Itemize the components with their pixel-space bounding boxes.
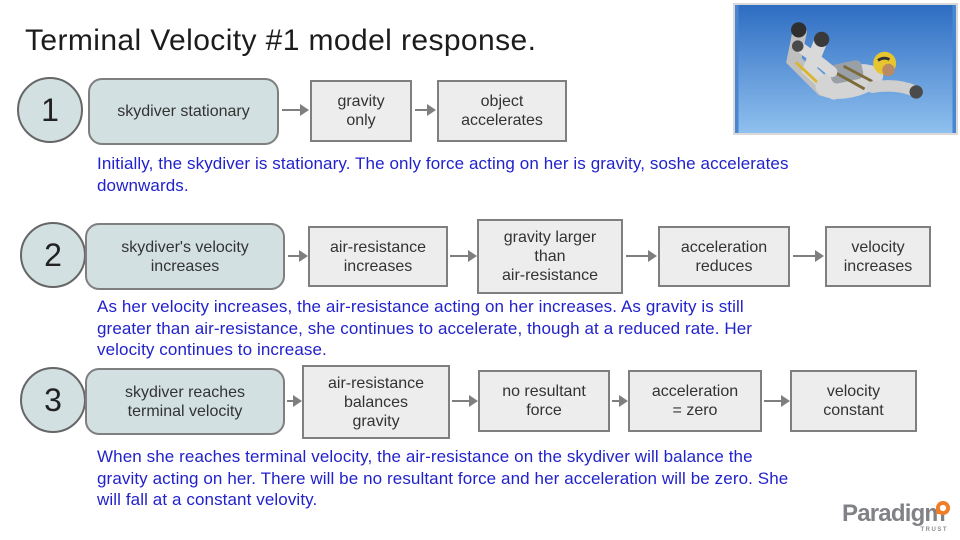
paradigm-trust-logo: Paradigm TRUST <box>842 500 952 536</box>
flow-box: no resultant force <box>478 370 610 432</box>
flow-box: acceleration = zero <box>628 370 762 432</box>
step-circle: 2 <box>20 222 86 288</box>
caption-text: Initially, the skydiver is stationary. T… <box>97 154 789 195</box>
flow-arrow-icon <box>612 395 628 407</box>
flow-box: acceleration reduces <box>658 226 790 287</box>
flow-arrow-icon <box>450 250 477 262</box>
flow-box: gravity only <box>310 80 412 142</box>
step-circle: 1 <box>17 77 83 143</box>
flow-arrow-icon <box>793 250 824 262</box>
logo-bubble-icon <box>934 500 950 521</box>
slide-title: Terminal Velocity #1 model response. <box>25 24 537 57</box>
flow-box: skydiver stationary <box>88 78 279 145</box>
skydiver-illustration <box>738 5 953 133</box>
flow-box: air-resistance increases <box>308 226 448 287</box>
flow-arrow-icon <box>452 395 478 407</box>
flow-arrow-icon <box>282 104 309 116</box>
flow-arrow-icon <box>287 395 302 407</box>
flow-box: skydiver reaches terminal velocity <box>85 368 285 435</box>
flow-arrow-icon <box>288 250 308 262</box>
flow-arrow-icon <box>764 395 790 407</box>
flow-box: gravity larger than air-resistance <box>477 219 623 294</box>
flow-box: skydiver's velocity increases <box>85 223 285 290</box>
flow-box: velocity increases <box>825 226 931 287</box>
step-circle: 3 <box>20 367 86 433</box>
skydiver-figure <box>786 22 923 100</box>
flow-arrow-icon <box>415 104 436 116</box>
flow-box: object accelerates <box>437 80 567 142</box>
skydiver-photo <box>733 3 958 135</box>
flow-box: air-resistance balances gravity <box>302 365 450 439</box>
caption-text: When she reaches terminal velocity, the … <box>97 447 789 509</box>
caption-text: As her velocity increases, the air-resis… <box>97 297 753 359</box>
flow-box: velocity constant <box>790 370 917 432</box>
logo-subtext: TRUST <box>920 527 948 533</box>
flow-arrow-icon <box>626 250 657 262</box>
logo-wordmark: Paradigm <box>842 500 946 527</box>
